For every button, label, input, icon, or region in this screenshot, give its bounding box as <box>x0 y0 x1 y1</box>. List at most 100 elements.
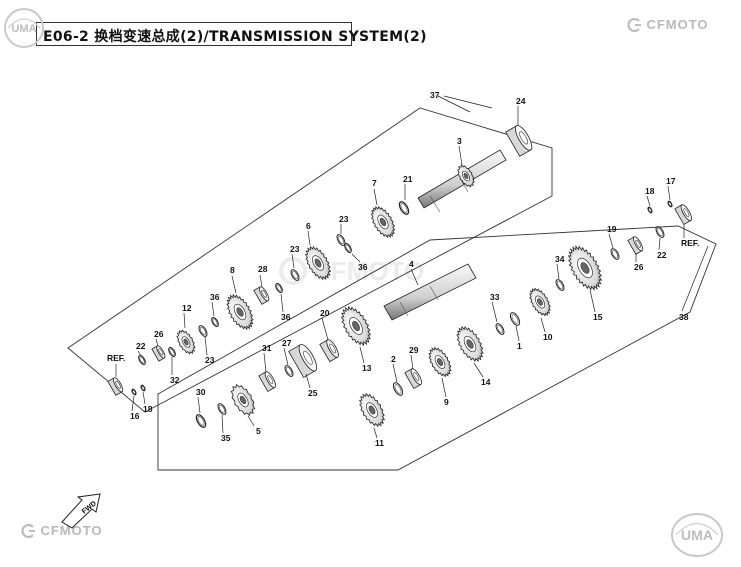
leader-c23b <box>291 253 295 269</box>
callout-c36b: 36 <box>281 312 291 322</box>
leader-c36c <box>211 301 215 317</box>
washer-27 <box>284 365 294 377</box>
washer-23d <box>198 325 208 337</box>
callout-c31: 31 <box>262 343 272 353</box>
main-shaft <box>417 149 507 213</box>
leader-c10 <box>540 317 546 333</box>
diagram-title: 换档变速总成(2)/TRANSMISSION SYSTEM(2) <box>94 29 427 45</box>
gear-14 <box>456 325 484 363</box>
gear-7 <box>370 205 396 239</box>
leader-c1 <box>515 325 520 342</box>
diagram-code: E06-2 <box>43 29 90 45</box>
washer-34 <box>555 279 565 291</box>
needle-28 <box>253 286 270 305</box>
callout-c27: 27 <box>282 338 292 348</box>
callout-c32: 32 <box>170 375 180 385</box>
washer-22b <box>655 226 665 238</box>
washer-1 <box>509 312 521 326</box>
callout-c23a: 23 <box>339 214 349 224</box>
callout-c34: 34 <box>555 254 565 264</box>
circlip-32 <box>168 346 176 358</box>
callout-c26b: 26 <box>634 262 644 272</box>
leader-c4 <box>410 268 419 286</box>
callout-c23b: 23 <box>290 244 300 254</box>
counter-shaft <box>383 263 477 321</box>
leader-c18b <box>646 195 651 207</box>
leader-c29 <box>410 354 414 370</box>
leader-c16 <box>131 395 135 412</box>
leader-c14 <box>473 362 484 378</box>
pin-17 <box>667 200 673 208</box>
callout-c22b: 22 <box>657 250 667 260</box>
washer-23b <box>290 269 300 281</box>
page-title: E06-2 换档变速总成(2)/TRANSMISSION SYSTEM(2) <box>43 26 427 46</box>
callout-c7: 7 <box>372 178 377 188</box>
callout-c37: 37 <box>430 90 440 100</box>
cfmoto-logo-bottom: CFMOTO <box>20 522 103 540</box>
cfmoto-logo-top: CFMOTO <box>626 16 709 34</box>
callout-c30: 30 <box>196 387 206 397</box>
lower-shaft-outline <box>157 225 717 471</box>
callout-c5: 5 <box>256 426 261 436</box>
needle-31 <box>258 371 277 393</box>
cfmoto-swirl-icon <box>627 17 641 32</box>
callout-c17: 17 <box>666 176 676 186</box>
washer-22a <box>138 354 146 366</box>
callout-c29: 29 <box>409 345 419 355</box>
callout-c2: 2 <box>391 354 396 364</box>
leader-c15 <box>589 289 596 313</box>
callout-c19: 19 <box>607 224 617 234</box>
leader-c12 <box>183 312 186 329</box>
callout-c1: 1 <box>517 341 522 351</box>
leader-c25 <box>305 373 311 389</box>
callout-c4: 4 <box>409 259 414 269</box>
leader-c35 <box>221 414 224 434</box>
callout-c11: 11 <box>375 438 384 448</box>
callout-c35: 35 <box>221 433 231 443</box>
bearing-ref-a <box>107 377 124 396</box>
callout-c13: 13 <box>362 363 372 373</box>
bearing-ref-b <box>674 204 693 226</box>
leader-c28 <box>259 274 263 288</box>
leader-c31 <box>263 352 267 373</box>
gear-15 <box>567 245 603 291</box>
callout-c33: 33 <box>490 292 500 302</box>
ring-21 <box>398 201 410 215</box>
title-box: E06-2 换档变速总成(2)/TRANSMISSION SYSTEM(2) <box>36 22 426 46</box>
leader-c7 <box>373 188 378 206</box>
gear-9 <box>428 346 452 378</box>
leader-c19 <box>608 233 614 249</box>
washer-33 <box>495 323 505 335</box>
leader-c27 <box>283 347 289 366</box>
callout-c38: 38 <box>679 312 689 322</box>
leader-c30 <box>197 396 201 414</box>
callout-c21: 21 <box>403 174 413 184</box>
sprocket-5 <box>230 383 256 417</box>
circlip-36a <box>344 242 352 254</box>
gear-8 <box>226 293 254 331</box>
circlip-36b <box>275 282 283 294</box>
leader-c34 <box>556 263 560 280</box>
leader-37-ext <box>443 95 493 109</box>
gear-13 <box>340 305 372 347</box>
leader-c13 <box>359 346 365 364</box>
callout-c24: 24 <box>516 96 526 106</box>
callout-refb: REF. <box>681 238 699 248</box>
nut-30 <box>195 414 207 428</box>
cfmoto-logo-text-top: CFMOTO <box>646 17 709 32</box>
callout-c10: 10 <box>543 332 553 342</box>
uma-logo-top: UMA <box>4 8 44 48</box>
callout-c6: 6 <box>306 221 311 231</box>
gear-12 <box>176 329 196 355</box>
pin-16 <box>131 388 137 396</box>
callout-c36a: 36 <box>358 262 368 272</box>
callout-c28: 28 <box>258 264 268 274</box>
leader-c22a <box>137 350 142 357</box>
leader-c18a <box>142 391 146 405</box>
leader-c17 <box>667 185 671 201</box>
callout-c12: 12 <box>182 303 192 313</box>
pin-18a <box>140 384 146 392</box>
